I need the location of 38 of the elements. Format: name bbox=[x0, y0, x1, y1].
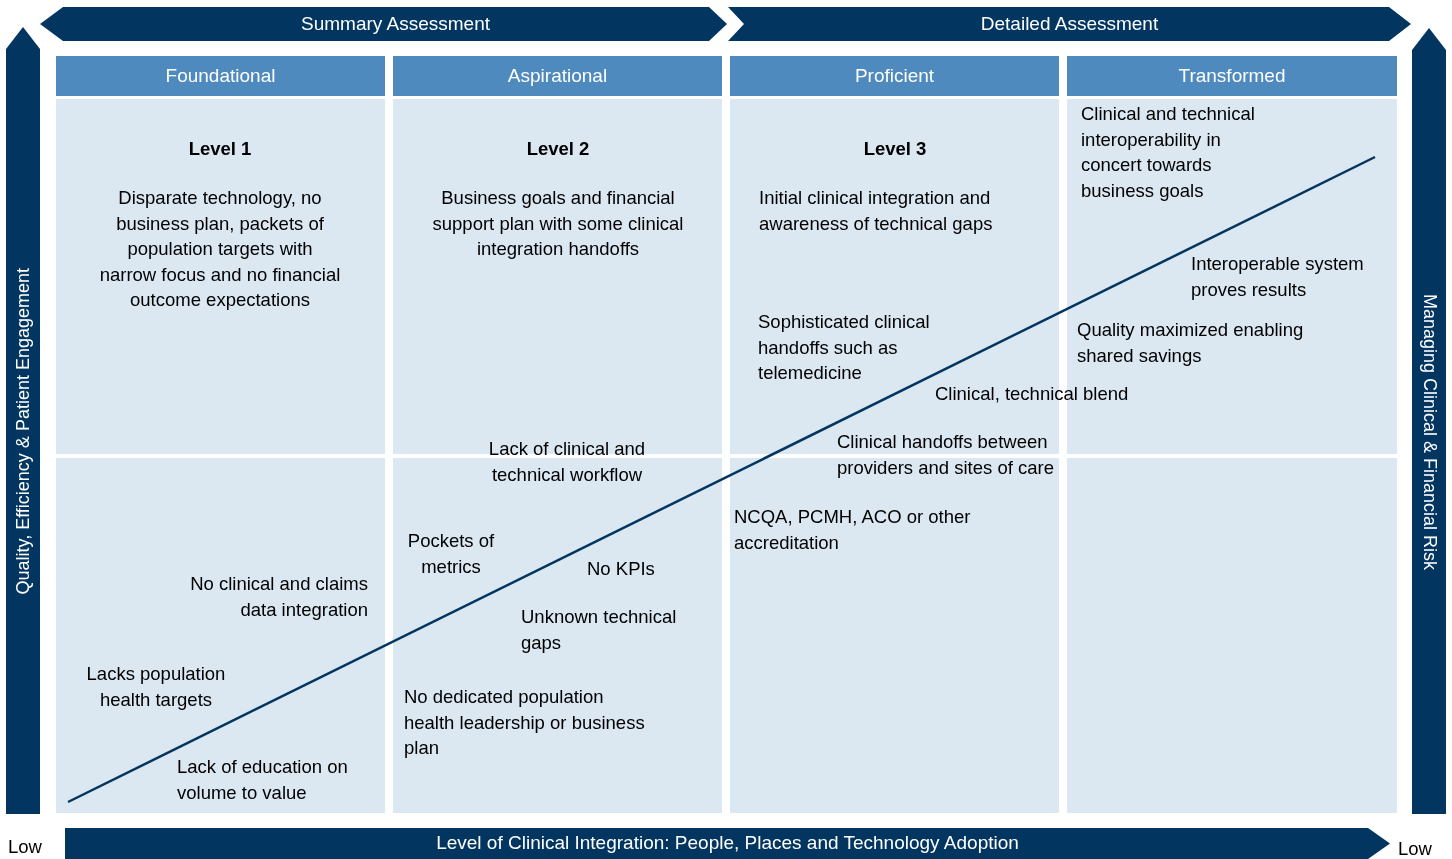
cell-text: Unknown technical gaps bbox=[521, 605, 678, 655]
grid-cell bbox=[730, 458, 1059, 813]
cell-text: Initial clinical integration and awareness of technical gaps bbox=[759, 186, 994, 236]
cell-text: Lack of education on volume to value bbox=[177, 755, 349, 805]
cell-text: Business goals and financial support plan with some clinical integration handoffs bbox=[431, 186, 685, 261]
cell-text: No clinical and claims data integration bbox=[189, 572, 368, 622]
axis-label: Low bbox=[1398, 837, 1433, 859]
column-header: Foundational bbox=[56, 56, 385, 96]
vertical-arrow-banner: Managing Clinical & Financial Risk bbox=[1412, 28, 1446, 814]
left-arrow-banner: Summary Assessment bbox=[40, 7, 727, 41]
axis-label: Low bbox=[8, 835, 43, 859]
grid-cell bbox=[393, 99, 722, 454]
grid-text: Clinical handoffs between providers and sites of care bbox=[837, 430, 1055, 480]
right-arrow-banner: Detailed Assessment bbox=[728, 7, 1411, 41]
cell-text: Lacks population health targets bbox=[85, 662, 227, 712]
column-header: Transformed bbox=[1067, 56, 1397, 96]
cell-text: No dedicated population health leadership or business plan bbox=[404, 685, 646, 760]
cell-text: No KPIs bbox=[587, 557, 656, 581]
cell-text: Disparate technology, no business plan, packets of population targets with narrow focus and no financial outcome expectations bbox=[98, 186, 342, 312]
cell-text: Pockets of metrics bbox=[406, 529, 496, 579]
cell-text: Sophisticated clinical handoffs such as telemedicine bbox=[758, 310, 931, 385]
level-heading: Level 2 bbox=[525, 137, 591, 161]
grid-text: Clinical, technical blend bbox=[935, 382, 1130, 406]
grid-cell bbox=[393, 458, 722, 813]
right-arrow-banner: Level of Clinical Integration: People, Places and Technology Adoption bbox=[65, 828, 1390, 859]
grid-cell bbox=[56, 99, 385, 454]
cell-text: NCQA, PCMH, ACO or other accreditation bbox=[734, 505, 972, 555]
level-heading: Level 1 bbox=[187, 137, 253, 161]
grid-cell bbox=[56, 458, 385, 813]
grid-cell bbox=[1067, 458, 1397, 813]
cell-text: Interoperable system proves results bbox=[1191, 252, 1365, 302]
column-header: Proficient bbox=[730, 56, 1059, 96]
column-header: Aspirational bbox=[393, 56, 722, 96]
vertical-arrow-banner: Quality, Efficiency & Patient Engagement bbox=[6, 27, 40, 814]
level-heading: Level 3 bbox=[862, 137, 928, 161]
grid-text: Lack of clinical and technical workflow bbox=[487, 437, 647, 487]
cell-text: Quality maximized enabling shared savings bbox=[1077, 318, 1305, 368]
cell-text: Clinical and technical interoperability in concert towards business goals bbox=[1081, 102, 1256, 203]
